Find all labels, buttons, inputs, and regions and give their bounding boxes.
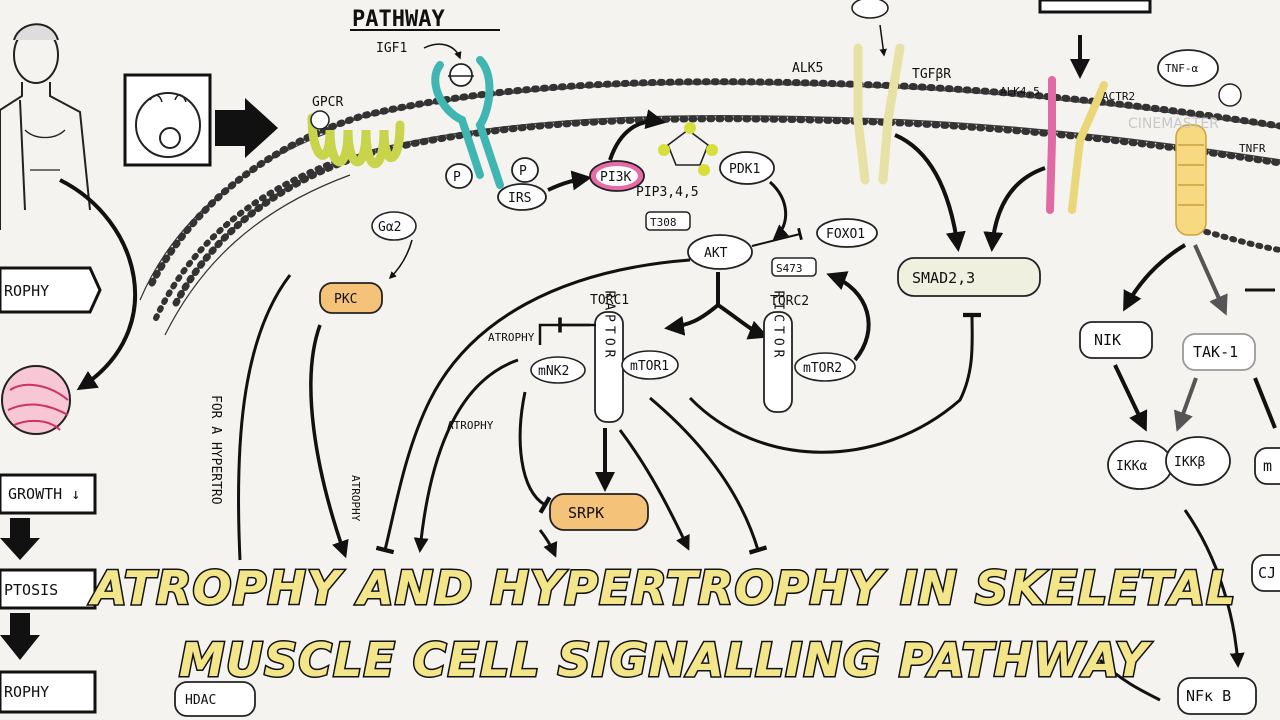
svg-text:P: P xyxy=(519,164,527,179)
tnfr-label: TNFR xyxy=(1239,142,1266,155)
gpcr-receptor-icon xyxy=(307,110,405,168)
left-label-growth: GROWTH ↓ xyxy=(8,485,80,503)
atrophy-label-1: ATROPHY xyxy=(488,331,535,344)
atrophy-label-2: ATROPHY xyxy=(447,419,494,432)
nik-node: NIK xyxy=(1079,321,1153,359)
svg-text:TAK-1: TAK-1 xyxy=(1193,343,1238,361)
alk45-label: ALK4,5 xyxy=(1000,85,1040,98)
raptor-node: RAPTOR xyxy=(594,291,624,423)
cell-icon-box xyxy=(123,73,212,167)
ikka-node: IKKα xyxy=(1107,440,1173,490)
pip3-label: PIP3,4,5 xyxy=(636,185,699,200)
tnf-alpha-ligand-icon xyxy=(1157,49,1242,107)
actr2-label: ACTR2 xyxy=(1102,90,1135,103)
irs-node: IRS xyxy=(497,183,547,211)
svg-text:S473: S473 xyxy=(776,262,803,275)
watermark: CINEMASTER xyxy=(1128,116,1219,132)
svg-text:SMAD2,3: SMAD2,3 xyxy=(912,269,975,287)
m-partial-node: m xyxy=(1254,447,1280,485)
akt-node: AKT xyxy=(687,234,753,270)
actr2-receptor-icon xyxy=(1038,0,1152,214)
foxo1-node: FOXO1 xyxy=(816,218,878,248)
phospho-node-1: P xyxy=(445,163,473,189)
pathway-heading: PATHWAY xyxy=(352,7,445,32)
title-line-1: ATROPHY AND HYPERTROPHY IN SKELETAL xyxy=(89,561,1237,615)
s473-node: S473 xyxy=(771,257,817,277)
gq2-node: Gα2 xyxy=(371,211,417,241)
human-figure-icon xyxy=(0,23,91,230)
left-box-rophy2: ROPHY xyxy=(0,670,97,714)
svg-text:PKC: PKC xyxy=(334,292,357,307)
svg-text:IKKα: IKKα xyxy=(1116,459,1147,474)
svg-text:T308: T308 xyxy=(650,216,677,229)
gpcr-label: GPCR xyxy=(312,95,343,110)
svg-text:PDK1: PDK1 xyxy=(729,162,760,177)
svg-text:mTOR2: mTOR2 xyxy=(803,361,842,376)
svg-text:FOXO1: FOXO1 xyxy=(826,227,865,242)
pdk1-node: PDK1 xyxy=(719,151,775,185)
cj-partial-node: CJ xyxy=(1251,554,1280,592)
torc2-label: TORC2 xyxy=(770,294,809,309)
svg-text:IKKβ: IKKβ xyxy=(1174,455,1205,470)
pkc-node: PKC xyxy=(319,282,383,314)
tnfr-receptor-icon xyxy=(1175,124,1207,236)
curve-arrow-figure xyxy=(59,178,138,391)
torc1-label: TORC1 xyxy=(590,293,629,308)
svg-text:AKT: AKT xyxy=(704,246,728,261)
nfkb-node: NFκ B xyxy=(1177,677,1257,715)
mtor2-node: mTOR2 xyxy=(794,352,856,382)
svg-text:mNK2: mNK2 xyxy=(538,364,569,379)
big-arrow-right-icon xyxy=(215,98,278,158)
tak1-node: TAK-1 xyxy=(1182,333,1256,371)
left-label-rophy2: ROPHY xyxy=(4,683,49,701)
svg-text:PI3K: PI3K xyxy=(600,170,631,185)
svg-text:IRS: IRS xyxy=(508,191,531,206)
title-line-2: MUSCLE CELL SIGNALLING PATHWAY xyxy=(179,633,1153,687)
svg-text:RICTOR: RICTOR xyxy=(771,291,786,362)
for-hypertrophy-label: FOR A HYPERTRO xyxy=(208,395,223,505)
srpk-node: SRPK xyxy=(549,493,649,531)
svg-text:CJ: CJ xyxy=(1258,564,1276,582)
t308-node: T308 xyxy=(645,211,691,231)
phospho-node-2: P xyxy=(511,157,539,183)
left-box-ptosis: PTOSIS xyxy=(0,568,97,610)
ikkb-node: IKKβ xyxy=(1165,436,1231,486)
svg-text:SRPK: SRPK xyxy=(568,504,604,522)
tnf-alpha-label: TNF-α xyxy=(1165,62,1198,75)
muscle-fiber-icon xyxy=(1,365,71,435)
down-arrow-icon xyxy=(0,518,40,560)
igf1-receptor-icon xyxy=(423,43,504,189)
mtor1-node: mTOR1 xyxy=(621,350,679,380)
svg-text:NIK: NIK xyxy=(1094,331,1121,349)
svg-text:RAPTOR: RAPTOR xyxy=(602,291,617,362)
svg-text:mTOR1: mTOR1 xyxy=(630,359,669,374)
igf1-label: IGF1 xyxy=(376,41,407,56)
left-box-trophy: ROPHY xyxy=(0,266,102,314)
smad-node: SMAD2,3 xyxy=(897,257,1041,297)
svg-text:HDAC: HDAC xyxy=(185,693,216,708)
mnk2-node: mNK2 xyxy=(530,356,586,384)
svg-text:P: P xyxy=(453,170,461,185)
hdac-node: HDAC xyxy=(174,681,256,717)
left-box-growth: GROWTH ↓ xyxy=(0,473,97,515)
left-label-ptosis: PTOSIS xyxy=(4,581,58,599)
svg-text:NFκ B: NFκ B xyxy=(1186,687,1231,705)
pip3-molecule-icon xyxy=(658,122,718,176)
tgfbr-label: TGFβR xyxy=(912,67,951,82)
atrophy-label-3: ATROPHY xyxy=(349,475,362,522)
left-label-trophy: ROPHY xyxy=(4,282,49,300)
down-arrow-icon-2 xyxy=(0,613,40,660)
svg-text:m: m xyxy=(1263,457,1272,475)
svg-text:Gα2: Gα2 xyxy=(378,220,401,235)
alk5-label: ALK5 xyxy=(792,61,823,76)
rictor-node: RICTOR xyxy=(763,291,793,413)
tgfbr-receptor-icon xyxy=(851,0,905,185)
pi3k-node: PI3K xyxy=(589,160,645,192)
